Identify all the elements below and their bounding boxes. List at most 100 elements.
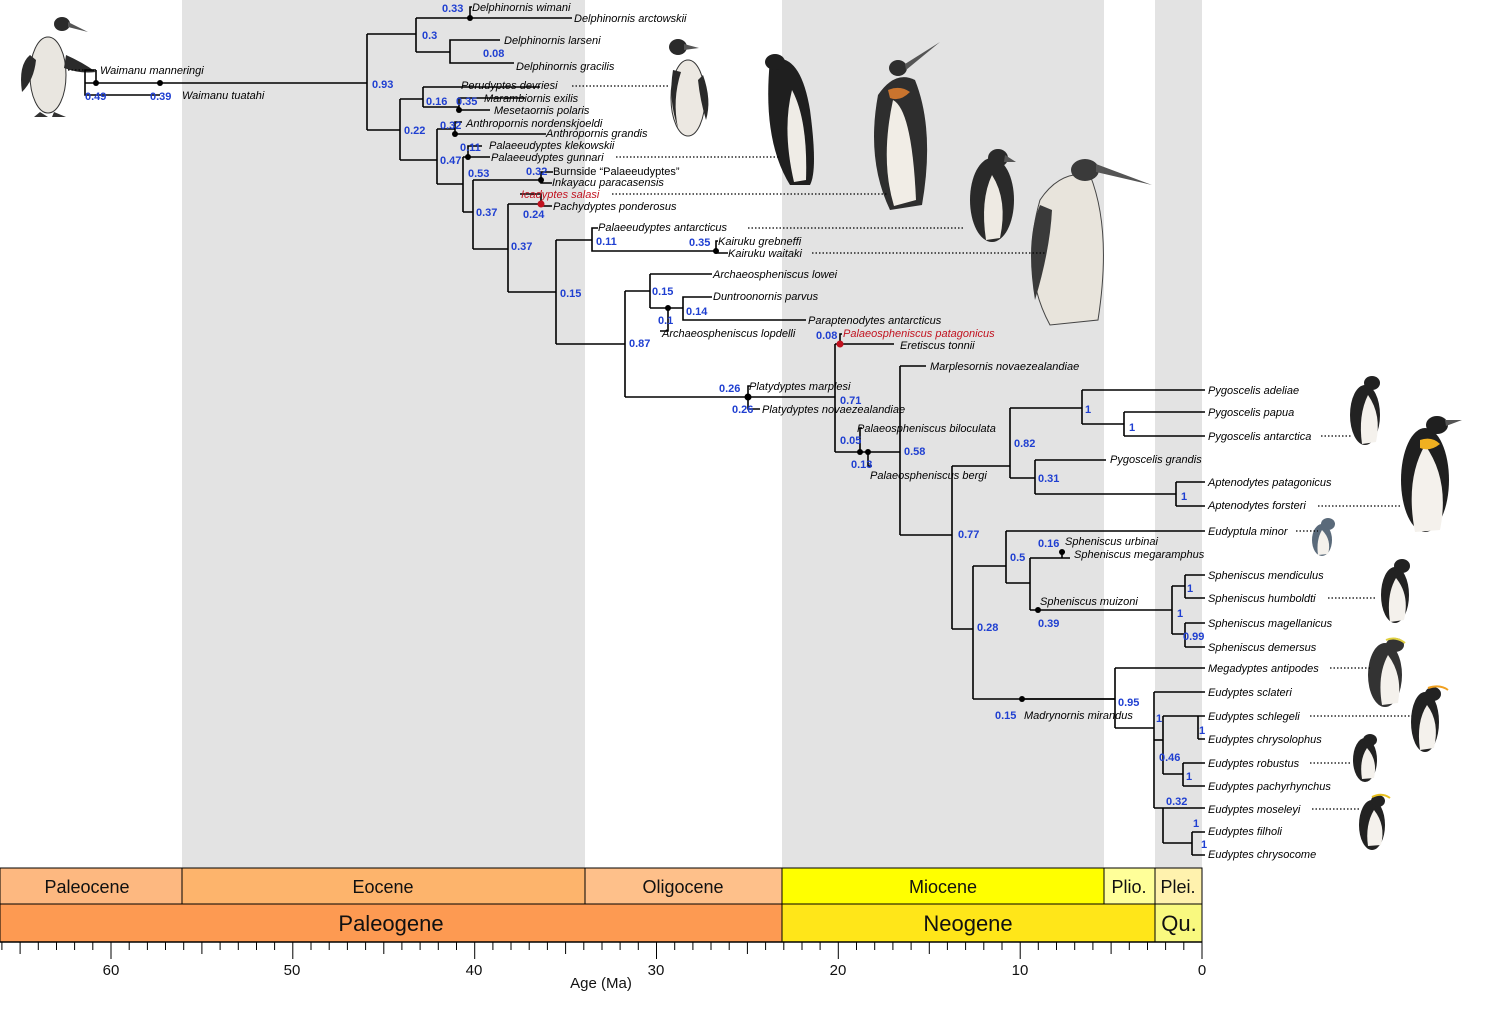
period-bar: Paleogene Neogene Qu. bbox=[0, 903, 1203, 943]
support-value: 0.49 bbox=[85, 91, 106, 103]
support-value: 0.82 bbox=[1014, 438, 1035, 450]
taxon-label: Eudyptes schlegeli bbox=[1208, 711, 1300, 723]
taxon-label: Palaeeudyptes antarcticus bbox=[598, 222, 728, 234]
support-value: 0.15 bbox=[560, 288, 581, 300]
fossil-markers bbox=[93, 15, 1065, 702]
support-value: 1 bbox=[1199, 725, 1205, 737]
support-value: 1 bbox=[1201, 839, 1207, 851]
support-value: 0.15 bbox=[995, 710, 1016, 722]
taxon-label: Duntroonornis parvus bbox=[713, 291, 819, 303]
pleistocene-band bbox=[1155, 0, 1202, 868]
support-value: 0.22 bbox=[404, 125, 425, 137]
support-value: 0.39 bbox=[1038, 618, 1059, 630]
taxon-label: Marplesornis novaezealandiae bbox=[930, 361, 1079, 373]
taxon-label: Spheniscus humboldti bbox=[1208, 593, 1316, 605]
support-value: 0.11 bbox=[596, 236, 617, 248]
taxon-label: Palaeospheniscus bergi bbox=[870, 470, 987, 482]
support-value: 0.87 bbox=[629, 338, 650, 350]
penguin-illustrations bbox=[21, 17, 1462, 850]
taxon-label: Spheniscus magellanicus bbox=[1208, 618, 1333, 630]
tick-label: 50 bbox=[284, 962, 301, 979]
tick-label: 30 bbox=[648, 962, 665, 979]
tick-label: 20 bbox=[830, 962, 847, 979]
support-value: 0.1 bbox=[658, 315, 673, 327]
support-value: 0.33 bbox=[442, 3, 463, 15]
support-value: 0.37 bbox=[476, 207, 497, 219]
support-value: 0.26 bbox=[719, 383, 740, 395]
support-value: 0.77 bbox=[958, 529, 979, 541]
taxon-label: Eudyptes sclateri bbox=[1208, 687, 1292, 699]
taxon-label: Platydyptes novaezealandiae bbox=[762, 404, 905, 416]
taxon-label: Kairuku grebneffi bbox=[718, 236, 802, 248]
taxon-label: Megadyptes antipodes bbox=[1208, 663, 1319, 675]
time-bands bbox=[182, 0, 1202, 868]
taxon-label: Eudyptes filholi bbox=[1208, 826, 1283, 838]
taxon-label: Madrynornis mirandus bbox=[1024, 710, 1133, 722]
snares-illustration bbox=[1353, 734, 1377, 782]
taxon-label: Palaeeudyptes gunnari bbox=[491, 152, 604, 164]
tree-branches bbox=[84, 6, 1205, 856]
taxon-label: Waimanu tuatahi bbox=[182, 90, 265, 102]
taxon-label: Spheniscus mendiculus bbox=[1208, 570, 1324, 582]
support-value: 1 bbox=[1193, 818, 1199, 830]
taxon-label: Archaeospheniscus lopdelli bbox=[661, 328, 796, 340]
support-value: 0.11 bbox=[460, 142, 481, 154]
support-value: 0.24 bbox=[523, 209, 545, 221]
taxon-label: Burnside “Palaeeudyptes” bbox=[553, 166, 680, 178]
support-value: 0.47 bbox=[440, 155, 461, 167]
support-value: 0.16 bbox=[426, 96, 447, 108]
tick-label: 40 bbox=[466, 962, 483, 979]
support-value: 0.39 bbox=[150, 91, 171, 103]
support-value: 0.05 bbox=[840, 435, 861, 447]
support-value: 0.15 bbox=[652, 286, 673, 298]
support-value: 1 bbox=[1085, 404, 1091, 416]
taxon-label: Pachydyptes ponderosus bbox=[553, 201, 677, 213]
taxon-label: Delphinornis wimani bbox=[472, 2, 571, 14]
leader-lines bbox=[68, 69, 1412, 810]
taxon-label: Anthropornis grandis bbox=[545, 128, 648, 140]
perudyptes-illustration bbox=[669, 39, 709, 137]
taxon-label: Platydyptes marplesi bbox=[749, 381, 851, 393]
support-value: 0.3 bbox=[422, 30, 437, 42]
support-value: 1 bbox=[1186, 771, 1192, 783]
support-value: 0.58 bbox=[904, 446, 925, 458]
support-value: 0.32 bbox=[526, 166, 547, 178]
support-value: 0.95 bbox=[1118, 697, 1139, 709]
taxon-label: Waimanu manneringi bbox=[100, 65, 204, 77]
taxon-label: Palaeospheniscus patagonicus bbox=[843, 328, 995, 340]
taxon-label: Paraptenodytes antarcticus bbox=[808, 315, 942, 327]
tick-label: 0 bbox=[1198, 962, 1206, 979]
taxon-label: Palaeospheniscus biloculata bbox=[857, 423, 996, 435]
epoch-label: Plio. bbox=[1111, 877, 1146, 897]
kairuku-illustration bbox=[1031, 159, 1152, 326]
yellow-eyed-illustration bbox=[1368, 637, 1406, 707]
epoch-label: Plei. bbox=[1160, 877, 1195, 897]
support-value: 1 bbox=[1181, 491, 1187, 503]
taxon-label: Palaeeudyptes klekowskii bbox=[489, 140, 615, 152]
support-value: 0.53 bbox=[468, 168, 489, 180]
taxon-label: Inkayacu paracasensis bbox=[552, 177, 664, 189]
tick-label: 10 bbox=[1012, 962, 1029, 979]
support-value: 0.08 bbox=[483, 48, 504, 60]
taxon-label: Kairuku waitaki bbox=[728, 248, 803, 260]
support-value: 0.46 bbox=[1159, 752, 1180, 764]
taxon-label: Eudyptes pachyrhynchus bbox=[1208, 781, 1331, 793]
taxon-label: Eudyptes robustus bbox=[1208, 758, 1300, 770]
minor-ticks bbox=[1, 942, 1203, 959]
support-value: 0.16 bbox=[1038, 538, 1059, 550]
support-value: 0.31 bbox=[1038, 473, 1059, 485]
support-value: 0.26 bbox=[732, 404, 753, 416]
support-value: 1 bbox=[1156, 713, 1162, 725]
support-value: 0.93 bbox=[372, 79, 393, 91]
taxon-label: Spheniscus muizoni bbox=[1040, 596, 1138, 608]
eocene-band bbox=[182, 0, 585, 868]
epoch-label: Oligocene bbox=[642, 877, 723, 897]
support-value: 0.35 bbox=[689, 237, 710, 249]
waimanu-illustration bbox=[21, 17, 96, 117]
taxon-label: Delphinornis arctowskii bbox=[574, 13, 687, 25]
support-value: 0.14 bbox=[686, 306, 708, 318]
epoch-bar: Paleocene Eocene Oligocene Miocene Plio.… bbox=[0, 867, 1203, 905]
taxon-label: Spheniscus demersus bbox=[1208, 642, 1317, 654]
